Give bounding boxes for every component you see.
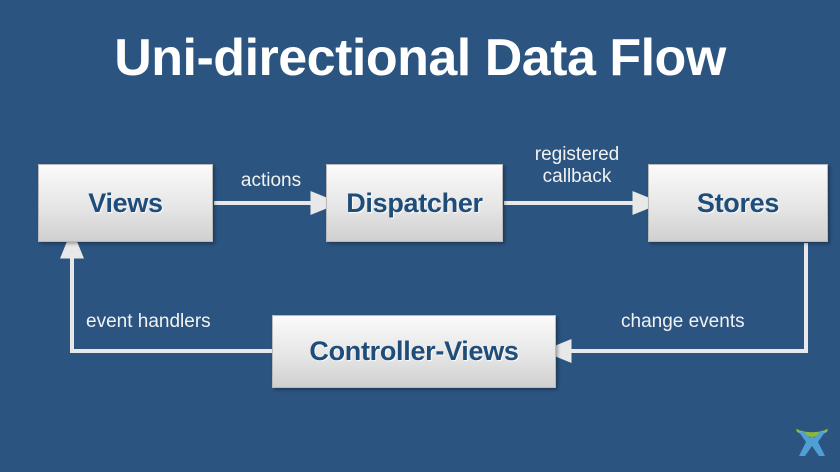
- figure-with-arc-logo: [796, 428, 828, 456]
- node-stores-label: Stores: [696, 187, 780, 218]
- edge-label-change-events: change events: [621, 311, 745, 332]
- edge-label-actions: actions: [240, 170, 302, 191]
- node-views-label: Views: [88, 187, 163, 218]
- node-dispatcher[interactable]: Dispatcher: [326, 164, 503, 242]
- node-controller-views-label: Controller-Views: [309, 336, 519, 366]
- page-title: Uni-directional Data Flow: [114, 29, 726, 87]
- edge-label-registered-callback: registered callback: [534, 144, 620, 187]
- node-views[interactable]: Views: [38, 164, 213, 242]
- edge-controller-to-views: [59, 229, 272, 353]
- node-stores[interactable]: Stores: [648, 164, 828, 242]
- node-dispatcher-label: Dispatcher: [346, 187, 483, 218]
- node-controller-views[interactable]: Controller-Views: [272, 315, 556, 388]
- edge-label-event-handlers: event handlers: [86, 311, 211, 332]
- edge-stores-to-controller: [542, 243, 808, 364]
